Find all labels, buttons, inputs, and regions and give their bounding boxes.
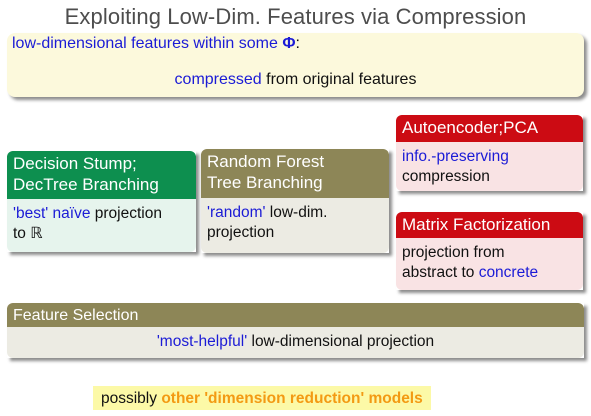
definition-block: low-dimensional features within some Φ: … [7, 33, 584, 97]
compressed-highlight: compressed [174, 71, 262, 88]
random-forest-body-line-2: projection [207, 224, 275, 241]
random-forest-title-line-1: Random Forest [207, 152, 325, 171]
random-highlight: 'random' [207, 204, 266, 221]
definition-text: low-dimensional features within some [12, 35, 283, 52]
definition-line-2: compressed from original features [7, 71, 584, 89]
matrix-factorization-body-line-1: projection from [402, 244, 505, 261]
feature-selection-header: Feature Selection [7, 303, 584, 327]
feature-selection-box: Feature Selection 'most-helpful' low-dim… [7, 303, 584, 358]
decision-stump-body: 'best' naïve projection to ℝ [7, 199, 196, 252]
decision-stump-box: Decision Stump; DecTree Branching 'best'… [7, 151, 196, 252]
feature-selection-body: 'most-helpful' low-dimensional projectio… [7, 327, 584, 358]
slide-title: Exploiting Low-Dim. Features via Compres… [64, 4, 527, 29]
note-prefix: possibly [101, 390, 162, 407]
random-forest-box: Random Forest Tree Branching 'random' lo… [201, 149, 389, 253]
matrix-factorization-box: Matrix Factorization projection from abs… [396, 212, 583, 290]
decision-stump-header: Decision Stump; DecTree Branching [7, 151, 196, 199]
decision-stump-body-line-2: to ℝ [13, 225, 43, 242]
most-helpful-highlight: 'most-helpful' [156, 333, 248, 350]
random-forest-body-rest: low-dim. [265, 204, 328, 221]
definition-line-1: low-dimensional features within some Φ: [12, 35, 300, 53]
definition-line-2-rest: from original features [261, 71, 417, 88]
matrix-factorization-header: Matrix Factorization [396, 212, 583, 238]
other-models-note: possibly other 'dimension reduction' mod… [93, 386, 431, 410]
autoencoder-pca-box: Autoencoder;PCA info.-preserving compres… [396, 115, 583, 191]
matrix-factorization-body: projection from abstract to concrete [396, 238, 583, 290]
decision-stump-title-line-1: Decision Stump; [13, 154, 137, 173]
autoencoder-pca-body-rest: compression [402, 168, 490, 185]
random-forest-header: Random Forest Tree Branching [201, 149, 389, 198]
decision-stump-body-rest: projection [90, 205, 162, 222]
abstract-to-text: abstract to [402, 264, 479, 281]
decision-stump-body-line-1: 'best' naïve projection [13, 204, 190, 224]
random-forest-title-line-2: Tree Branching [207, 173, 323, 192]
concrete-highlight: concrete [478, 264, 539, 281]
autoencoder-pca-body: info.-preserving compression [396, 142, 583, 191]
feature-selection-body-rest: low-dimensional projection [247, 333, 435, 350]
random-forest-body: 'random' low-dim. projection [201, 198, 389, 253]
phi-symbol: Φ [282, 35, 296, 52]
info-preserving-highlight: info.-preserving [402, 148, 509, 165]
autoencoder-pca-header: Autoencoder;PCA [396, 115, 583, 142]
random-forest-body-line-1: 'random' low-dim. [207, 203, 383, 223]
matrix-factorization-body-line-2: abstract to concrete [402, 263, 577, 283]
decision-stump-title-line-2: DecTree Branching [13, 175, 159, 194]
definition-colon: : [295, 35, 300, 52]
best-naive-highlight: 'best' naïve [13, 205, 91, 222]
note-highlight: other 'dimension reduction' models [161, 390, 423, 407]
